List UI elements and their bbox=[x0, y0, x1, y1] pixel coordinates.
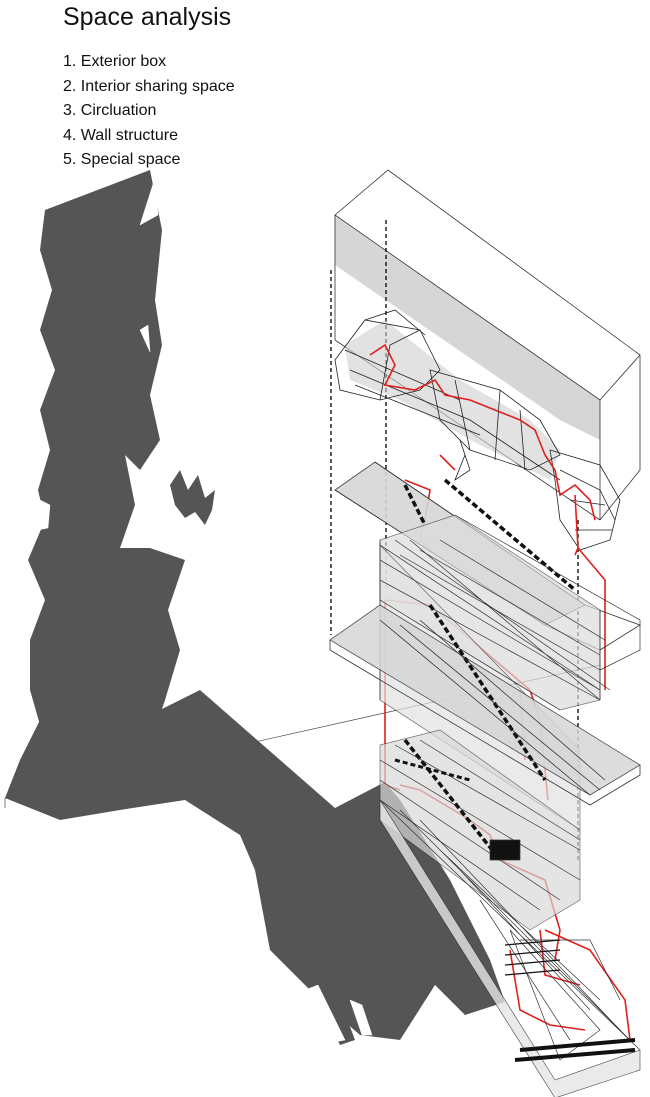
wall-lines bbox=[379, 539, 606, 711]
stair-flight bbox=[443, 478, 577, 592]
special-space-lines bbox=[379, 799, 641, 1051]
stair-flight bbox=[514, 1038, 636, 1062]
shadow-upper bbox=[28, 170, 185, 765]
circulation-segment bbox=[439, 454, 456, 471]
stair-flight bbox=[403, 738, 502, 862]
shadow-highlight bbox=[19, 389, 31, 446]
circulation-segment bbox=[369, 343, 596, 521]
exterior-box-outline bbox=[334, 215, 641, 521]
shadow-fragment bbox=[170, 470, 215, 525]
interior-sharing-space bbox=[334, 309, 621, 551]
legend-item-label: Interior sharing space bbox=[80, 77, 235, 95]
stair-flight bbox=[394, 758, 471, 782]
legend-list: 1. Exterior box 2. Interior sharing spac… bbox=[63, 50, 235, 173]
wall-structure-lower bbox=[379, 729, 581, 931]
legend-item-number: 4. bbox=[63, 126, 77, 144]
wall-lines bbox=[454, 514, 641, 671]
special-space-base bbox=[379, 798, 641, 1097]
wall-lines bbox=[489, 839, 521, 861]
building-shadow bbox=[5, 170, 505, 1045]
legend-item-number: 1. bbox=[63, 53, 77, 70]
shadow-highlight bbox=[139, 324, 151, 353]
legend-item-number: 3. bbox=[63, 102, 77, 119]
special-space bbox=[379, 798, 641, 1097]
special-space-lines bbox=[504, 939, 561, 976]
shadow-fragment bbox=[300, 960, 355, 1045]
floor-slab-lower bbox=[329, 604, 641, 806]
shadow-highlight bbox=[139, 177, 159, 226]
legend-item: 4. Wall structure bbox=[63, 124, 235, 149]
legend-item-label: Wall structure bbox=[80, 126, 178, 144]
legend-item-label: Exterior box bbox=[80, 53, 167, 70]
shadow-highlight bbox=[349, 999, 373, 1036]
legend-item-label: Special space bbox=[80, 151, 181, 168]
exterior-box-side-fill bbox=[335, 215, 600, 440]
shadow-highlights bbox=[19, 177, 373, 1043]
wall-lines bbox=[379, 539, 611, 701]
interior-space-frame bbox=[549, 449, 621, 551]
legend-item-label: Circluation bbox=[80, 102, 157, 119]
interior-space-frame bbox=[429, 369, 561, 471]
shadow-highlight bbox=[37, 499, 51, 531]
interior-space-frame bbox=[454, 439, 471, 482]
stair-flight bbox=[428, 604, 547, 781]
interior-space-fill bbox=[345, 320, 560, 480]
wall-lines bbox=[379, 739, 581, 911]
legend-item-number: 2. bbox=[63, 77, 77, 95]
legend-item: 1. Exterior box bbox=[63, 50, 235, 75]
shadow-lower bbox=[5, 690, 505, 1040]
legend-item: 5. Special space bbox=[63, 148, 235, 173]
interior-space-frame bbox=[364, 309, 426, 401]
shadow-highlight bbox=[304, 984, 346, 1043]
interior-space-frame bbox=[344, 349, 561, 481]
legend-item: 3. Circluation bbox=[63, 99, 235, 124]
legend-item-number: 5. bbox=[63, 151, 77, 168]
wall-lines bbox=[379, 619, 606, 796]
interior-space-frame bbox=[559, 469, 616, 531]
floor-slab-edge bbox=[329, 640, 641, 806]
interior-space-frame bbox=[334, 319, 441, 401]
circulation-segment bbox=[577, 547, 606, 690]
stair-flight bbox=[403, 484, 427, 526]
legend-item: 2. Interior sharing space bbox=[63, 75, 235, 100]
circulation-segment bbox=[509, 949, 586, 1031]
circulation-segment bbox=[539, 929, 581, 986]
page-title: Space analysis bbox=[63, 3, 232, 31]
